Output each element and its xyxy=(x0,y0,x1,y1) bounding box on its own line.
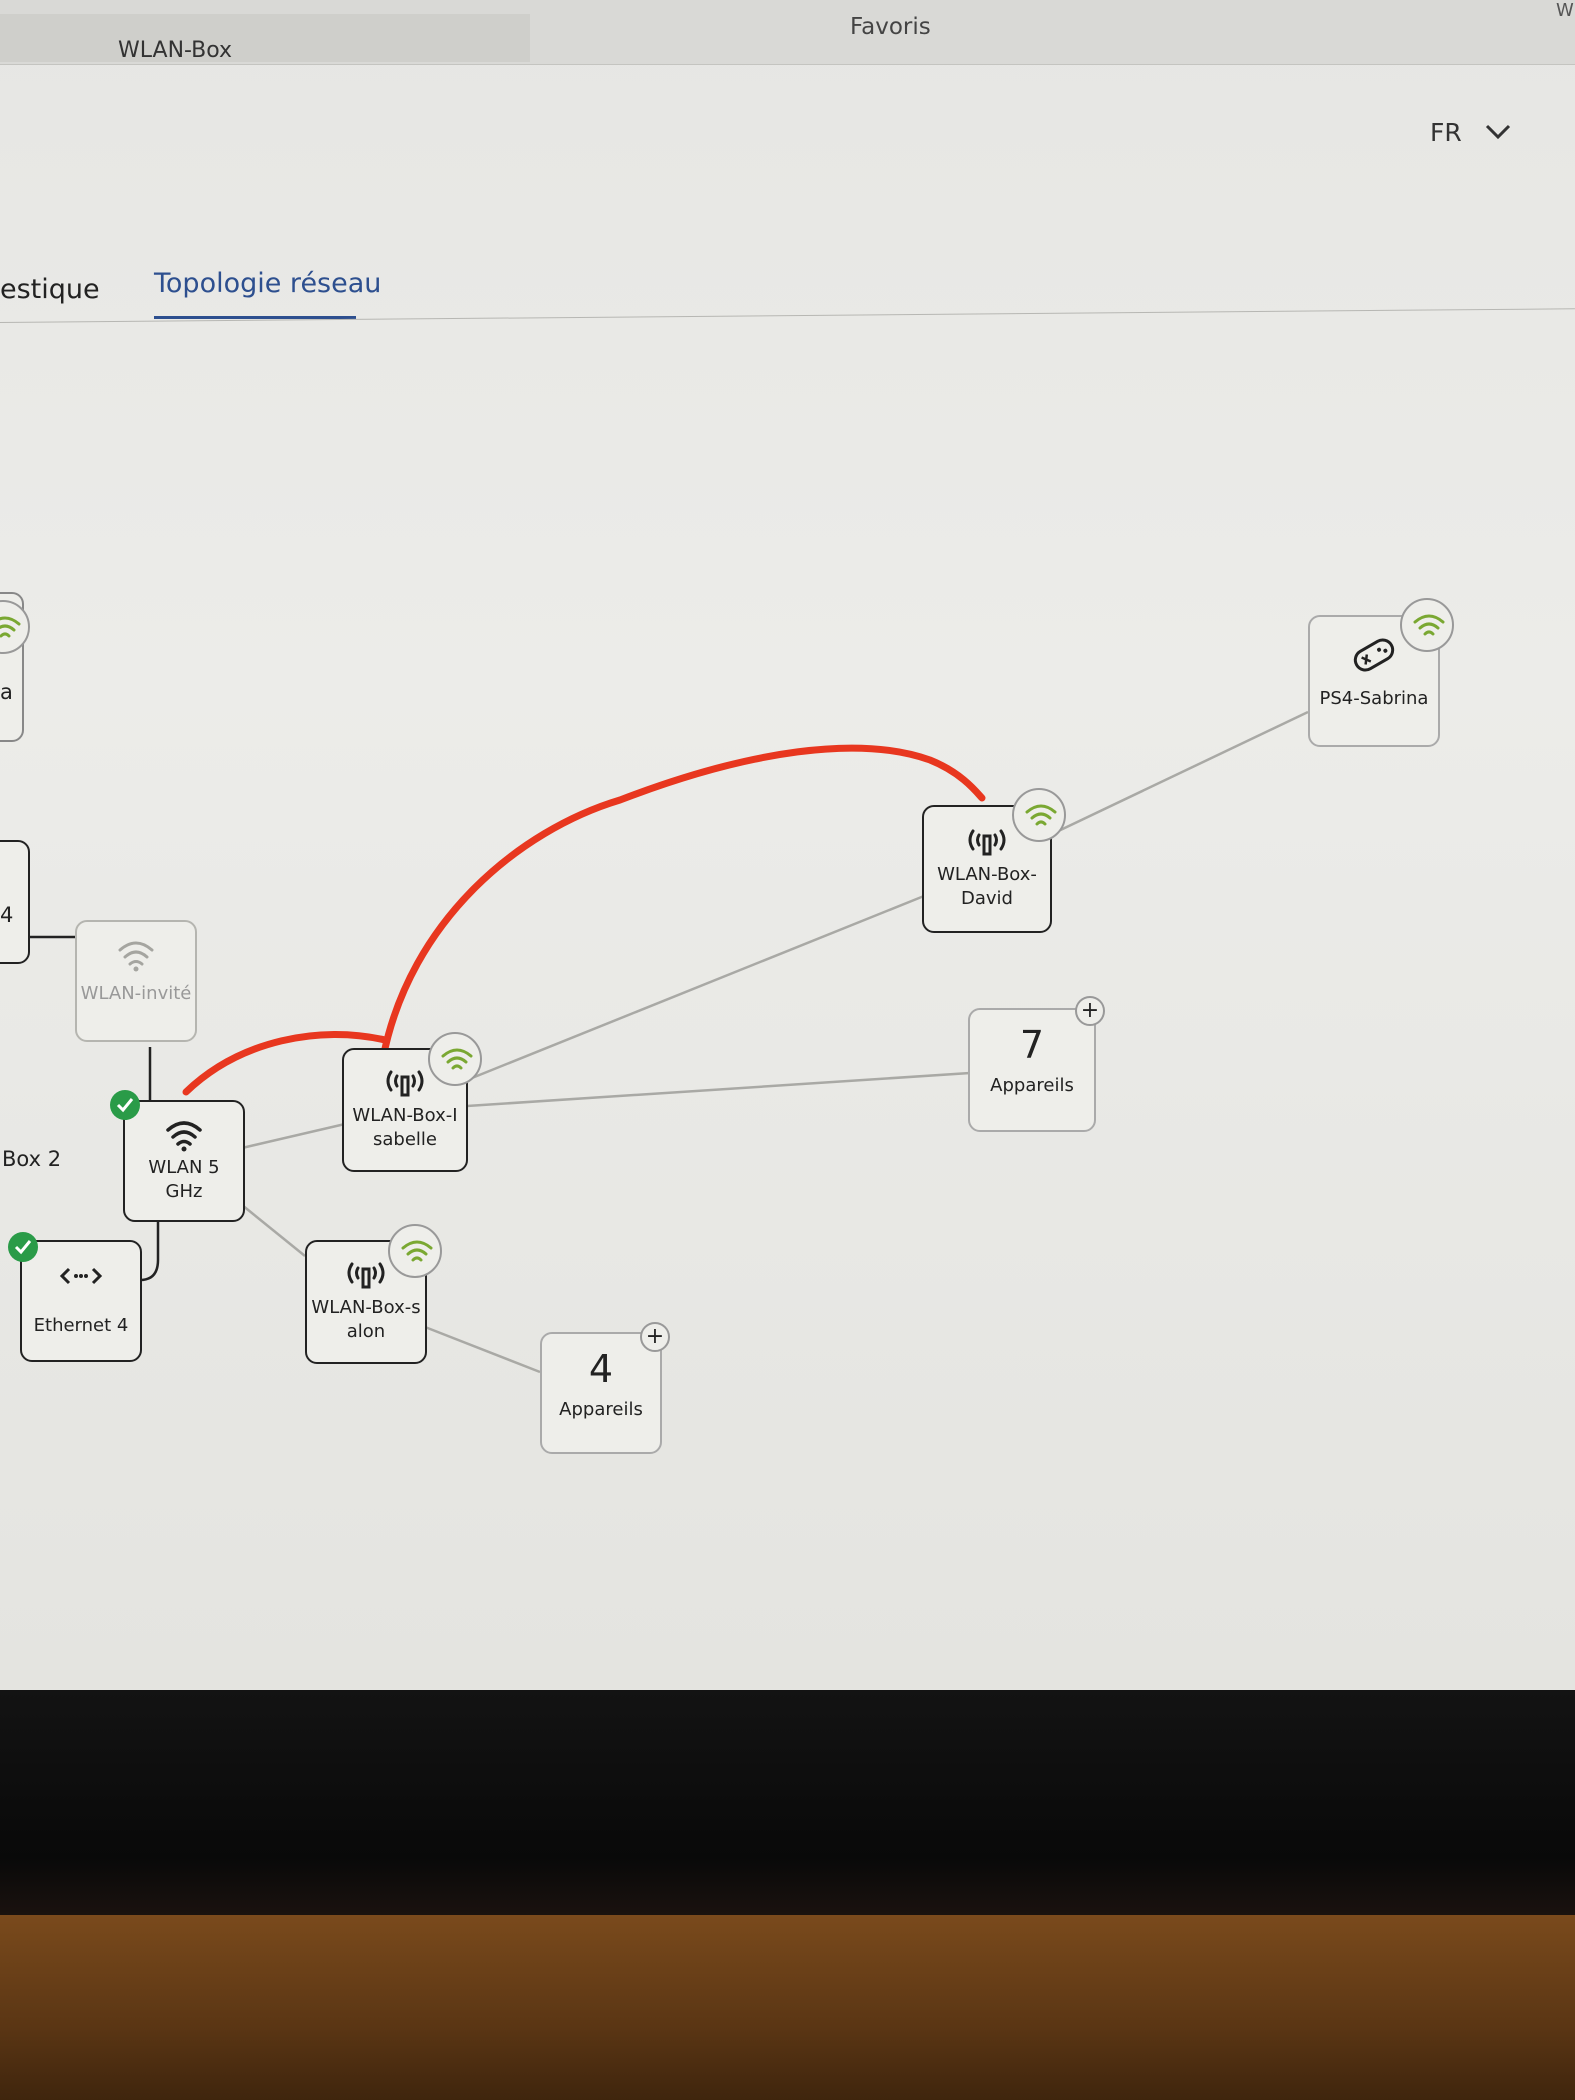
active-tab-underline xyxy=(154,316,356,319)
salon-signal-badge xyxy=(388,1224,442,1278)
annotation-arc-1 xyxy=(182,1031,389,1096)
repeater-icon xyxy=(968,829,1006,856)
tab-topologie-reseau[interactable]: Topologie réseau xyxy=(154,268,382,299)
devices-group-4[interactable]: 4 Appareils xyxy=(540,1332,662,1454)
wifi-icon xyxy=(1025,804,1057,826)
wifi-icon xyxy=(166,1121,202,1152)
ethernet4-check-badge xyxy=(8,1232,38,1262)
david-signal-badge xyxy=(1012,788,1066,842)
wlan-invite-node[interactable]: WLAN-invité xyxy=(75,920,197,1042)
edge-text: W xyxy=(1556,0,1574,21)
box-2-label: Box 2 xyxy=(2,1147,62,1171)
screen: WLAN-Box Favoris W FR estique Topologie … xyxy=(0,0,1575,1700)
tab-diagnostique[interactable]: estique xyxy=(0,274,100,305)
wifi-icon xyxy=(118,941,154,972)
devices-7-label: Appareils xyxy=(990,1075,1074,1096)
annotation-arc-2 xyxy=(379,744,986,1062)
plus-icon[interactable]: + xyxy=(640,1322,670,1352)
browser-toolbar: WLAN-Box Favoris W xyxy=(0,0,1575,65)
chevron-down-icon[interactable] xyxy=(1484,122,1512,142)
devices-7-count: 7 xyxy=(1019,1023,1045,1067)
wlan-box-david-label-1: WLAN-Box- xyxy=(937,864,1037,885)
devices-4-label: Appareils xyxy=(559,1399,643,1420)
wlan-box-david-label-2: David xyxy=(961,888,1013,909)
wlan5-label-2: GHz xyxy=(165,1181,203,1202)
devices-4-count: 4 xyxy=(588,1347,614,1391)
wlan5-check-badge xyxy=(110,1090,140,1120)
ps4-sabrina-node[interactable]: PS4-Sabrina xyxy=(1308,615,1440,747)
browser-tab-title[interactable]: WLAN-Box xyxy=(118,38,233,63)
partial-node-mid[interactable] xyxy=(0,840,30,964)
check-icon xyxy=(116,1098,134,1113)
ethernet-icon xyxy=(59,1267,103,1285)
gamepad-icon xyxy=(1353,638,1395,672)
wlan-box-salon-label-1: WLAN-Box-s xyxy=(311,1297,421,1318)
topology-links xyxy=(28,710,1309,1374)
wifi-icon xyxy=(0,616,21,638)
repeater-icon xyxy=(347,1262,385,1289)
wlan-box-david-node[interactable]: WLAN-Box- David xyxy=(922,805,1052,933)
repeater-icon xyxy=(386,1070,424,1097)
ethernet4-label: Ethernet 4 xyxy=(33,1315,129,1336)
wifi-icon xyxy=(1413,614,1445,636)
partial-node-top-label: a xyxy=(0,680,13,704)
wlan-box-isabelle-label-2: sabelle xyxy=(373,1129,437,1150)
wlan-box-salon-node[interactable]: WLAN-Box-s alon xyxy=(305,1240,427,1364)
isabelle-signal-badge xyxy=(428,1032,482,1086)
favorites-label[interactable]: Favoris xyxy=(850,14,931,40)
wifi-icon xyxy=(401,1240,433,1262)
tab-strip xyxy=(0,14,530,62)
ps4-sabrina-label: PS4-Sabrina xyxy=(1319,688,1429,709)
check-icon xyxy=(14,1240,32,1255)
ethernet4-node[interactable]: Ethernet 4 xyxy=(20,1240,142,1362)
monitor-bezel xyxy=(0,1690,1575,1930)
wlan-box-salon-label-2: alon xyxy=(346,1321,386,1342)
wifi-icon xyxy=(441,1048,473,1070)
wlan5-node[interactable]: WLAN 5 GHz xyxy=(123,1100,245,1222)
wlan-box-isabelle-label-1: WLAN-Box-I xyxy=(352,1105,458,1126)
partial-node-mid-label: 4 xyxy=(0,903,14,927)
wlan5-label-1: WLAN 5 xyxy=(148,1157,220,1178)
wlan-invite-label: WLAN-invité xyxy=(80,983,192,1004)
ps4-signal-badge xyxy=(1400,598,1454,652)
devices-group-7[interactable]: 7 Appareils xyxy=(968,1008,1096,1132)
plus-icon[interactable]: + xyxy=(1075,996,1105,1026)
desk-surface xyxy=(0,1915,1575,2100)
language-select[interactable]: FR xyxy=(1430,118,1462,147)
